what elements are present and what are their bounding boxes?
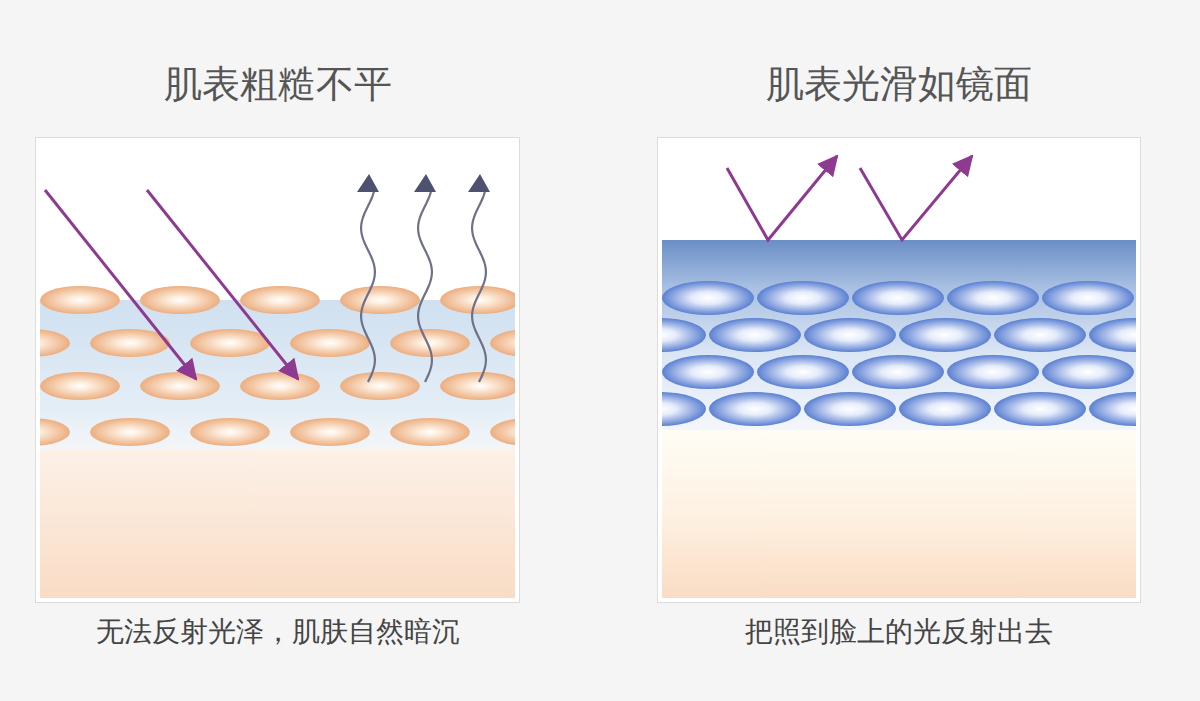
skin-cell [440,372,515,400]
skin-cell [1042,281,1134,315]
skin-cell [852,355,944,389]
skin-cell [709,392,801,426]
skin-cell [662,318,706,352]
skin-cell [709,318,801,352]
skin-cell [340,372,420,400]
skin-cell [290,418,370,446]
panel-heading: 肌表粗糙不平 [35,59,520,110]
skin-cell [1089,392,1136,426]
scattered-light [361,190,375,382]
skin-cell [240,286,320,314]
skin-cell [1042,355,1134,389]
panel-caption: 把照到脸上的光反射出去 [657,613,1141,651]
skin-cell [1089,318,1136,352]
panel-frame [35,137,520,603]
skin-cell [994,318,1086,352]
skin-cell [190,418,270,446]
skin-cell [40,329,70,357]
skin-cell [662,281,754,315]
skin-cell [757,355,849,389]
skin-cell [947,281,1039,315]
skin-cell [490,418,515,446]
skin-cell [40,372,120,400]
skin-cell [852,281,944,315]
skin-cell [804,318,896,352]
skin-cell [340,286,420,314]
skin-cell [140,286,220,314]
scattered-light [472,190,486,382]
skin-cell [804,392,896,426]
panel-frame [657,137,1141,603]
skin-cell [662,392,706,426]
skin-cell [390,418,470,446]
panel: 肌表光滑如镜面把照到脸上的光反射出去 [657,40,1141,680]
skin-cell [757,281,849,315]
skin-cell [947,355,1039,389]
skin-cell [662,355,754,389]
skin-cell [899,392,991,426]
skin-cell [440,286,515,314]
skin-cell [994,392,1086,426]
panel: 肌表粗糙不平无法反射光泽，肌肤自然暗沉 [35,40,520,680]
skin-cell [40,286,120,314]
panel-heading: 肌表光滑如镜面 [657,59,1141,110]
skin-cell [190,329,270,357]
skin-cell [490,329,515,357]
scattered-light [418,190,432,382]
skin-cell [240,372,320,400]
skin-cell [899,318,991,352]
skin-cell [290,329,370,357]
panel-caption: 无法反射光泽，肌肤自然暗沉 [35,613,520,651]
skin-cell [90,418,170,446]
skin-cell [140,372,220,400]
skin-cell [40,418,70,446]
